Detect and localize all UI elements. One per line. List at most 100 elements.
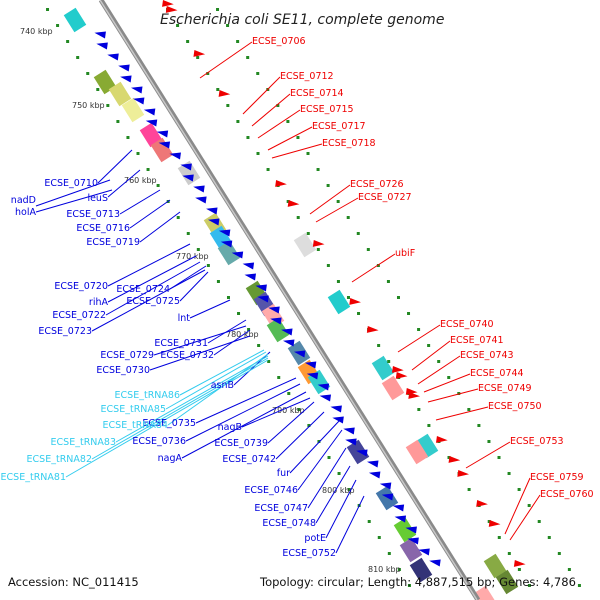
gc-dot	[387, 552, 391, 555]
gc-dot	[297, 408, 301, 411]
reverse-gene-arrow	[394, 515, 407, 523]
reverse-gene-arrow	[131, 86, 143, 94]
gc-dot	[306, 152, 310, 155]
reverse-gene-arrow	[407, 537, 419, 545]
forward-gene-label: ECSE_0712	[280, 71, 334, 82]
reverse-gene-arrow	[418, 548, 430, 556]
reverse-gene-arrow	[132, 97, 145, 105]
forward-gene-label: ECSE_0714	[290, 88, 344, 99]
gc-dot	[286, 120, 290, 123]
reverse-gene-label: ECSE_0722	[52, 310, 106, 321]
scale-tick-label: 750 kbp	[72, 101, 105, 110]
gc-dot	[547, 536, 551, 539]
reverse-gene-label: ECSE_0725	[126, 296, 180, 307]
reverse-gene-leader	[97, 149, 133, 184]
gc-dot	[346, 296, 350, 299]
reverse-gene-leader	[335, 495, 365, 554]
gc-dot	[437, 360, 441, 363]
trna-leader	[165, 351, 267, 410]
reverse-gene-arrow	[107, 53, 119, 61]
reverse-gene-arrow	[156, 130, 169, 138]
reverse-gene-leader	[307, 447, 347, 509]
feature-box	[473, 585, 497, 600]
reverse-gene-arrow	[343, 427, 355, 435]
forward-gene-arrow	[448, 456, 461, 463]
reverse-gene-arrow	[345, 438, 357, 446]
feature-box	[177, 160, 201, 186]
reverse-gene-leader	[35, 189, 113, 213]
gc-dot	[366, 248, 370, 251]
forward-gene-arrow	[513, 560, 526, 567]
feature-box	[495, 569, 519, 595]
gc-dot	[417, 408, 421, 411]
forward-gene-arrow	[408, 392, 421, 399]
reverse-gene-leader	[189, 299, 231, 319]
reverse-gene-arrow	[293, 350, 306, 358]
gc-dot	[387, 360, 391, 363]
feature-box	[381, 375, 405, 401]
reverse-gene-label: leuS	[87, 193, 108, 204]
gc-dot	[206, 72, 210, 75]
reverse-gene-label: ECSE_0724	[116, 284, 170, 295]
reverse-gene-arrow	[317, 383, 330, 391]
trna-leader	[115, 355, 269, 443]
gc-dot	[226, 104, 230, 107]
forward-gene-leader	[509, 494, 541, 541]
gc-dot	[497, 456, 501, 459]
forward-gene-label: ECSE_0760	[540, 489, 594, 500]
forward-gene-label: ECSE_0744	[470, 368, 524, 379]
reverse-gene-label: ECSE_0719	[86, 237, 140, 248]
forward-gene-label: ECSE_0750	[488, 401, 542, 412]
gc-dot	[196, 56, 200, 59]
reverse-gene-label: lnt	[178, 313, 191, 324]
gc-dot	[407, 312, 411, 315]
gc-dot	[296, 136, 300, 139]
forward-gene-label: ECSE_0715	[300, 104, 354, 115]
gc-dot	[517, 568, 521, 571]
gc-dot	[527, 504, 531, 507]
forward-gene-arrow	[349, 298, 361, 305]
reverse-gene-label: asnB	[211, 380, 234, 391]
feature-box	[483, 553, 507, 579]
gc-dot	[487, 520, 491, 523]
gc-dot	[396, 296, 400, 299]
gc-dot	[517, 488, 521, 491]
reverse-gene-arrow	[392, 504, 405, 512]
reverse-gene-label: ECSE_0710	[44, 178, 98, 189]
reverse-gene-label: ECSE_0716	[76, 223, 130, 234]
reverse-gene-arrow	[145, 119, 158, 127]
forward-gene-leader	[351, 253, 396, 283]
gc-dot	[326, 184, 330, 187]
gc-dot	[286, 200, 290, 203]
forward-gene-arrow	[165, 6, 178, 13]
forward-gene-label: ECSE_0753	[510, 436, 564, 447]
gc-dot	[427, 424, 431, 427]
reverse-gene-leader	[107, 169, 141, 198]
forward-gene-arrow	[392, 366, 404, 373]
forward-gene-label: ECSE_0741	[450, 335, 504, 346]
forward-gene-arrow	[476, 500, 488, 507]
forward-gene-arrow	[287, 200, 300, 207]
gc-dot	[336, 280, 340, 283]
forward-gene-arrow	[218, 90, 231, 97]
gc-dot	[216, 280, 220, 283]
gc-dot	[176, 24, 180, 27]
gc-dot	[507, 552, 511, 555]
forward-gene-leader	[199, 41, 253, 79]
forward-gene-leader	[504, 477, 531, 535]
gc-dot	[417, 328, 421, 331]
trna-label: ECSE_tRNA84	[103, 420, 168, 431]
gc-dot	[467, 488, 471, 491]
reverse-gene-arrow	[96, 42, 108, 50]
gc-dot	[56, 24, 60, 27]
gc-dot	[257, 344, 261, 347]
gc-dot	[537, 520, 541, 523]
reverse-gene-label: nadD	[11, 195, 36, 206]
gc-dot	[276, 104, 280, 107]
reverse-gene-label: ECSE_0746	[244, 485, 298, 496]
gc-dot	[487, 440, 491, 443]
reverse-gene-label: ECSE_0736	[132, 436, 186, 447]
feature-box	[139, 122, 163, 148]
feature-box	[375, 485, 399, 511]
